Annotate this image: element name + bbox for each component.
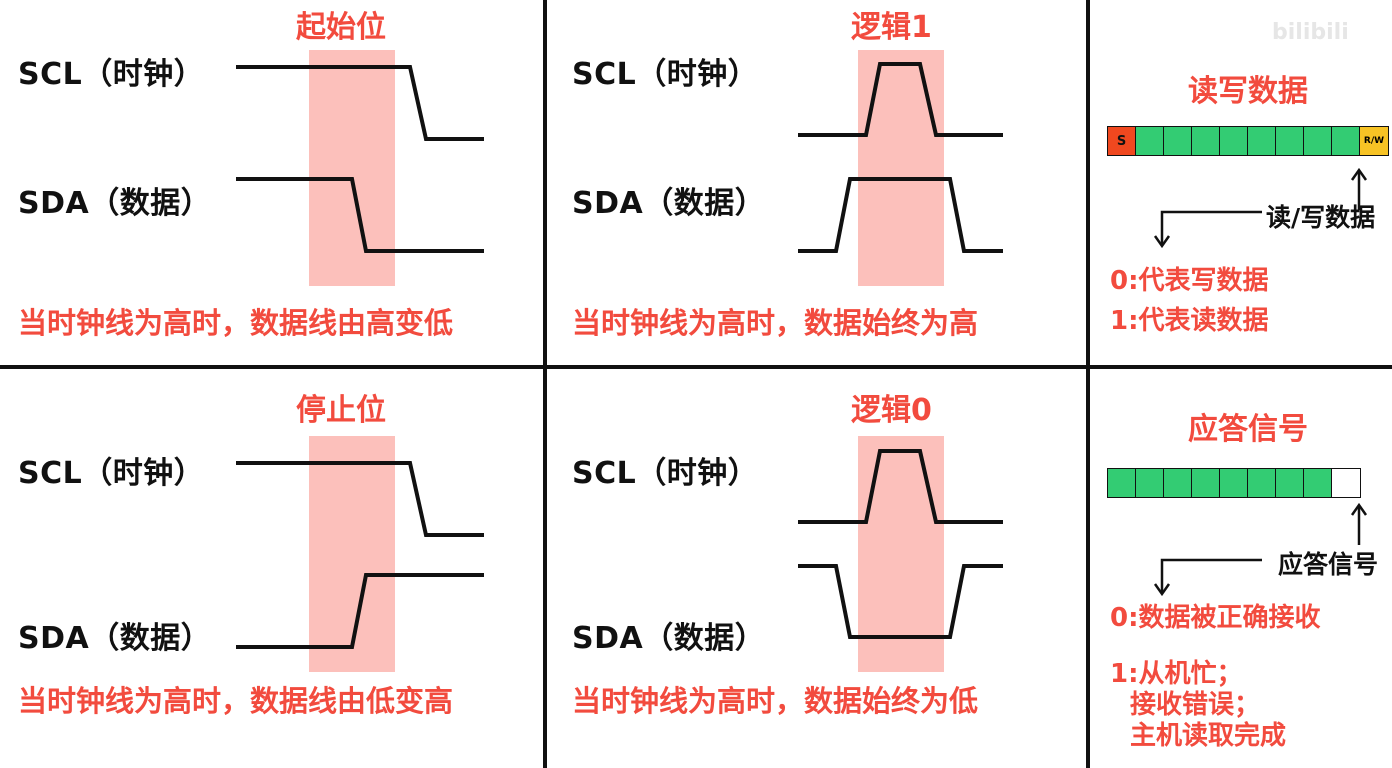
start-bit-label: S bbox=[1116, 133, 1127, 149]
rw-pointer-arrow-head bbox=[1350, 167, 1368, 181]
rw-bit-label: R/W bbox=[1363, 136, 1385, 146]
logic0-scl-waveform bbox=[798, 449, 1003, 524]
rw-bit-cell: R/W bbox=[1360, 127, 1388, 155]
start-scl-waveform bbox=[236, 65, 484, 141]
logic1-caption: 当时钟线为高时，数据始终为高 bbox=[572, 306, 979, 340]
data-bit-cell bbox=[1136, 469, 1164, 497]
logic0-title: 逻辑0 bbox=[851, 393, 932, 428]
data-bit-cell bbox=[1220, 127, 1248, 155]
logic1-sda-label: SDA（数据） bbox=[572, 186, 766, 221]
rw-bit-frame: S R/W bbox=[1107, 126, 1389, 156]
ack-down-arrow-head bbox=[1153, 583, 1171, 597]
data-bit-cell bbox=[1332, 127, 1360, 155]
logic0-highlight-band bbox=[858, 436, 944, 672]
data-bit-cell bbox=[1220, 469, 1248, 497]
data-bit-cell bbox=[1108, 469, 1136, 497]
rw-down-arrow-shaft bbox=[1160, 210, 1262, 244]
rw-note-1: 1:代表读数据 bbox=[1110, 306, 1269, 336]
data-bit-cell bbox=[1164, 469, 1192, 497]
data-bit-cell bbox=[1192, 469, 1220, 497]
logic1-scl-label: SCL（时钟） bbox=[572, 57, 759, 92]
logic1-highlight-band bbox=[858, 50, 944, 286]
vertical-divider-right bbox=[1086, 0, 1090, 768]
start-bit-cell: S bbox=[1108, 127, 1136, 155]
stop-scl-label: SCL（时钟） bbox=[18, 456, 205, 491]
ack-pointer-arrow-head bbox=[1350, 502, 1368, 516]
horizontal-divider bbox=[0, 365, 1392, 369]
data-bit-cell bbox=[1304, 469, 1332, 497]
logic0-sda-label: SDA（数据） bbox=[572, 621, 766, 656]
logic1-scl-waveform bbox=[798, 62, 1003, 137]
ack-title: 应答信号 bbox=[1188, 412, 1308, 447]
data-bit-cell bbox=[1248, 127, 1276, 155]
rw-pointer-label: 读/写数据 bbox=[1266, 203, 1376, 232]
data-bit-cell bbox=[1136, 127, 1164, 155]
start-title: 起始位 bbox=[296, 10, 386, 45]
data-bit-cell bbox=[1276, 127, 1304, 155]
ack-note-1-line-3: 主机读取完成 bbox=[1130, 721, 1287, 751]
logic0-sda-waveform bbox=[798, 564, 1003, 639]
start-sda-label: SDA（数据） bbox=[18, 186, 212, 221]
logic1-sda-waveform bbox=[798, 177, 1003, 253]
data-bit-cell bbox=[1304, 127, 1332, 155]
ack-bit-cell bbox=[1332, 469, 1360, 497]
stop-sda-label: SDA（数据） bbox=[18, 621, 212, 656]
start-scl-label: SCL（时钟） bbox=[18, 57, 205, 92]
ack-note-0: 0:数据被正确接收 bbox=[1110, 603, 1321, 633]
data-bit-cell bbox=[1276, 469, 1304, 497]
ack-bit-frame bbox=[1107, 468, 1361, 498]
ack-pointer-label: 应答信号 bbox=[1278, 550, 1379, 579]
data-bit-cell bbox=[1192, 127, 1220, 155]
start-sda-waveform bbox=[236, 177, 484, 253]
rw-title: 读写数据 bbox=[1188, 74, 1308, 109]
bilibili-watermark: bilibili bbox=[1272, 20, 1349, 45]
logic1-title: 逻辑1 bbox=[851, 10, 932, 45]
logic0-caption: 当时钟线为高时，数据始终为低 bbox=[572, 684, 979, 718]
stop-highlight-band bbox=[309, 436, 395, 672]
stop-title: 停止位 bbox=[296, 393, 386, 428]
rw-note-0: 0:代表写数据 bbox=[1110, 266, 1269, 296]
stop-sda-waveform bbox=[236, 573, 484, 649]
ack-down-arrow-shaft bbox=[1160, 558, 1262, 592]
logic0-scl-label: SCL（时钟） bbox=[572, 456, 759, 491]
stop-caption: 当时钟线为高时，数据线由低变高 bbox=[18, 684, 454, 718]
start-highlight-band bbox=[309, 50, 395, 286]
vertical-divider-left bbox=[543, 0, 547, 768]
ack-note-1-line-1: 1:从机忙； bbox=[1110, 659, 1243, 689]
rw-down-arrow-head bbox=[1153, 235, 1171, 249]
ack-note-1-line-2: 接收错误； bbox=[1130, 690, 1261, 720]
data-bit-cell bbox=[1164, 127, 1192, 155]
stop-scl-waveform bbox=[236, 461, 484, 537]
data-bit-cell bbox=[1248, 469, 1276, 497]
start-caption: 当时钟线为高时，数据线由高变低 bbox=[18, 306, 454, 340]
